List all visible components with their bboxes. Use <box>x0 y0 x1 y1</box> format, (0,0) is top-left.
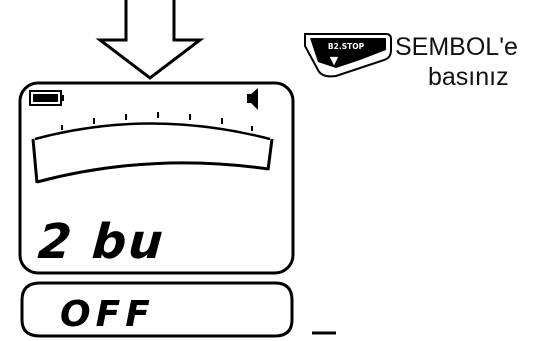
key-arrow: ▼ <box>330 54 339 67</box>
speaker-icon <box>247 88 258 110</box>
battery-icon <box>29 90 64 106</box>
scale-ticks <box>61 112 253 131</box>
stop-key-icon: B2.STOP ▼ <box>304 33 392 78</box>
sub-readout: OFF <box>60 294 155 335</box>
instruction-line-1: SEMBOL'e <box>395 33 518 61</box>
scale-right-end <box>266 138 274 171</box>
scale-left-end <box>31 138 39 184</box>
scale-top-arc <box>34 122 271 141</box>
scale-bottom-arc <box>36 161 269 184</box>
instruction-line-2: basınız <box>428 63 509 91</box>
main-readout: 2 bu <box>36 214 167 270</box>
key-label: B2.STOP <box>328 42 365 51</box>
down-arrow-icon <box>95 0 205 80</box>
sub-display <box>20 281 294 338</box>
